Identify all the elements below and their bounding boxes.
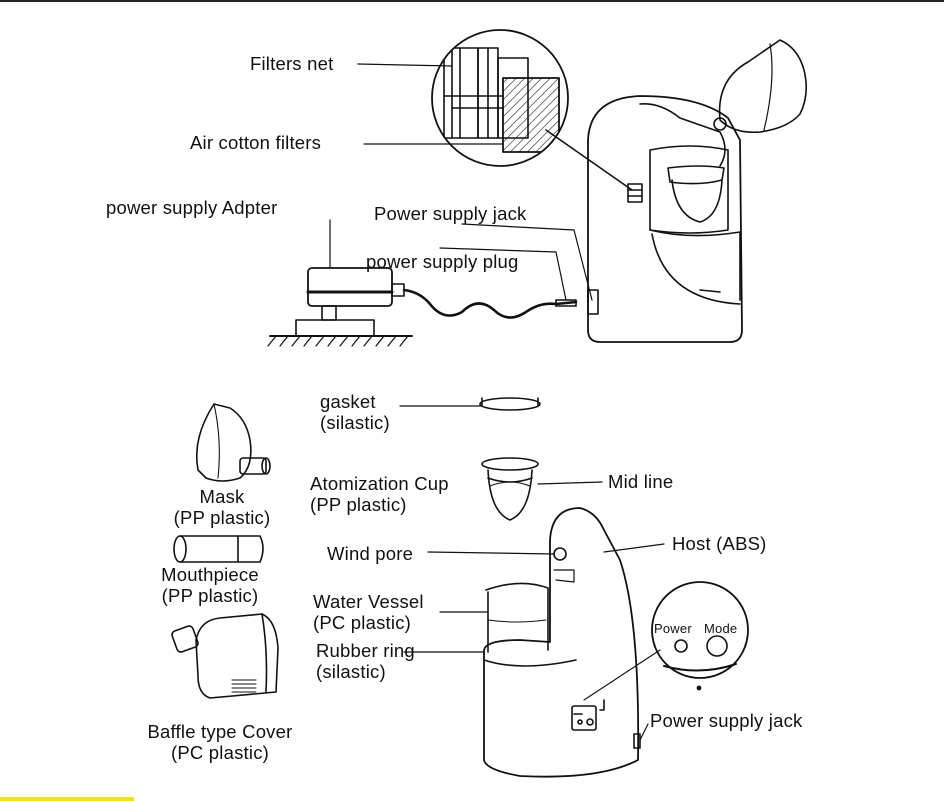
- rubber-ring-label: Rubber ring (silastic): [316, 640, 415, 682]
- filters-net-label: Filters net: [250, 53, 334, 74]
- mask-label: Mask (PP plastic): [160, 486, 284, 528]
- baffle-cover-part: [171, 613, 279, 699]
- water-vessel-label-line2: (PC plastic): [313, 612, 411, 633]
- rubber-ring-label-line2: (silastic): [316, 661, 386, 682]
- mask-label-line2: (PP plastic): [173, 507, 271, 528]
- panel-mode-label: Mode: [704, 621, 738, 636]
- gasket-label: gasket (silastic): [320, 391, 390, 433]
- wind-pore-label: Wind pore: [327, 543, 414, 564]
- atomization-cup-label-line1: Atomization Cup: [310, 473, 449, 494]
- water-vessel-label-line1: Water Vessel: [313, 591, 424, 612]
- water-vessel-label: Water Vessel (PC plastic): [313, 591, 424, 633]
- accent-bar: [0, 797, 134, 801]
- mask-part: [195, 403, 271, 482]
- gasket-label-line2: (silastic): [320, 412, 390, 433]
- mouthpiece-label: Mouthpiece (PP plastic): [148, 564, 272, 606]
- host-label: Host (ABS): [672, 533, 767, 554]
- mask-label-line1: Mask: [199, 486, 245, 507]
- top-leader-lines: [329, 63, 593, 301]
- top-border: [0, 0, 944, 2]
- atomization-cup-label: Atomization Cup (PP plastic): [310, 473, 449, 515]
- power-supply-jack-top-label: Power supply jack: [374, 203, 527, 224]
- power-supply-plug-label: power supply plug: [366, 251, 519, 272]
- host-body-bottom: [483, 507, 749, 778]
- mouthpiece-label-line1: Mouthpiece: [161, 564, 259, 585]
- baffle-cover-label-line1: Baffle type Cover: [147, 721, 293, 742]
- rubber-ring-label-line1: Rubber ring: [316, 640, 415, 661]
- power-supply-jack-bottom-label: Power supply jack: [650, 710, 803, 731]
- baffle-cover-label-line2: (PC plastic): [171, 742, 269, 763]
- panel-power-label: Power: [654, 621, 692, 636]
- gasket-label-line1: gasket: [320, 391, 376, 412]
- baffle-cover-label: Baffle type Cover (PC plastic): [134, 721, 306, 763]
- mouthpiece-label-line2: (PP plastic): [161, 585, 259, 606]
- atomization-cup-label-line2: (PP plastic): [310, 494, 407, 515]
- host-body-top: [587, 39, 808, 343]
- filter-zoom-detail: [431, 29, 633, 191]
- gasket-part: [479, 397, 541, 411]
- power-supply-adapter-label: power supply Adpter: [106, 197, 278, 218]
- bottom-leader-lines: [399, 405, 665, 741]
- power-adapter: [267, 267, 578, 347]
- air-cotton-filters-label: Air cotton filters: [190, 132, 322, 153]
- mouthpiece-part: [173, 535, 264, 563]
- atomization-cup-part: [481, 457, 539, 521]
- mid-line-label: Mid line: [608, 471, 674, 492]
